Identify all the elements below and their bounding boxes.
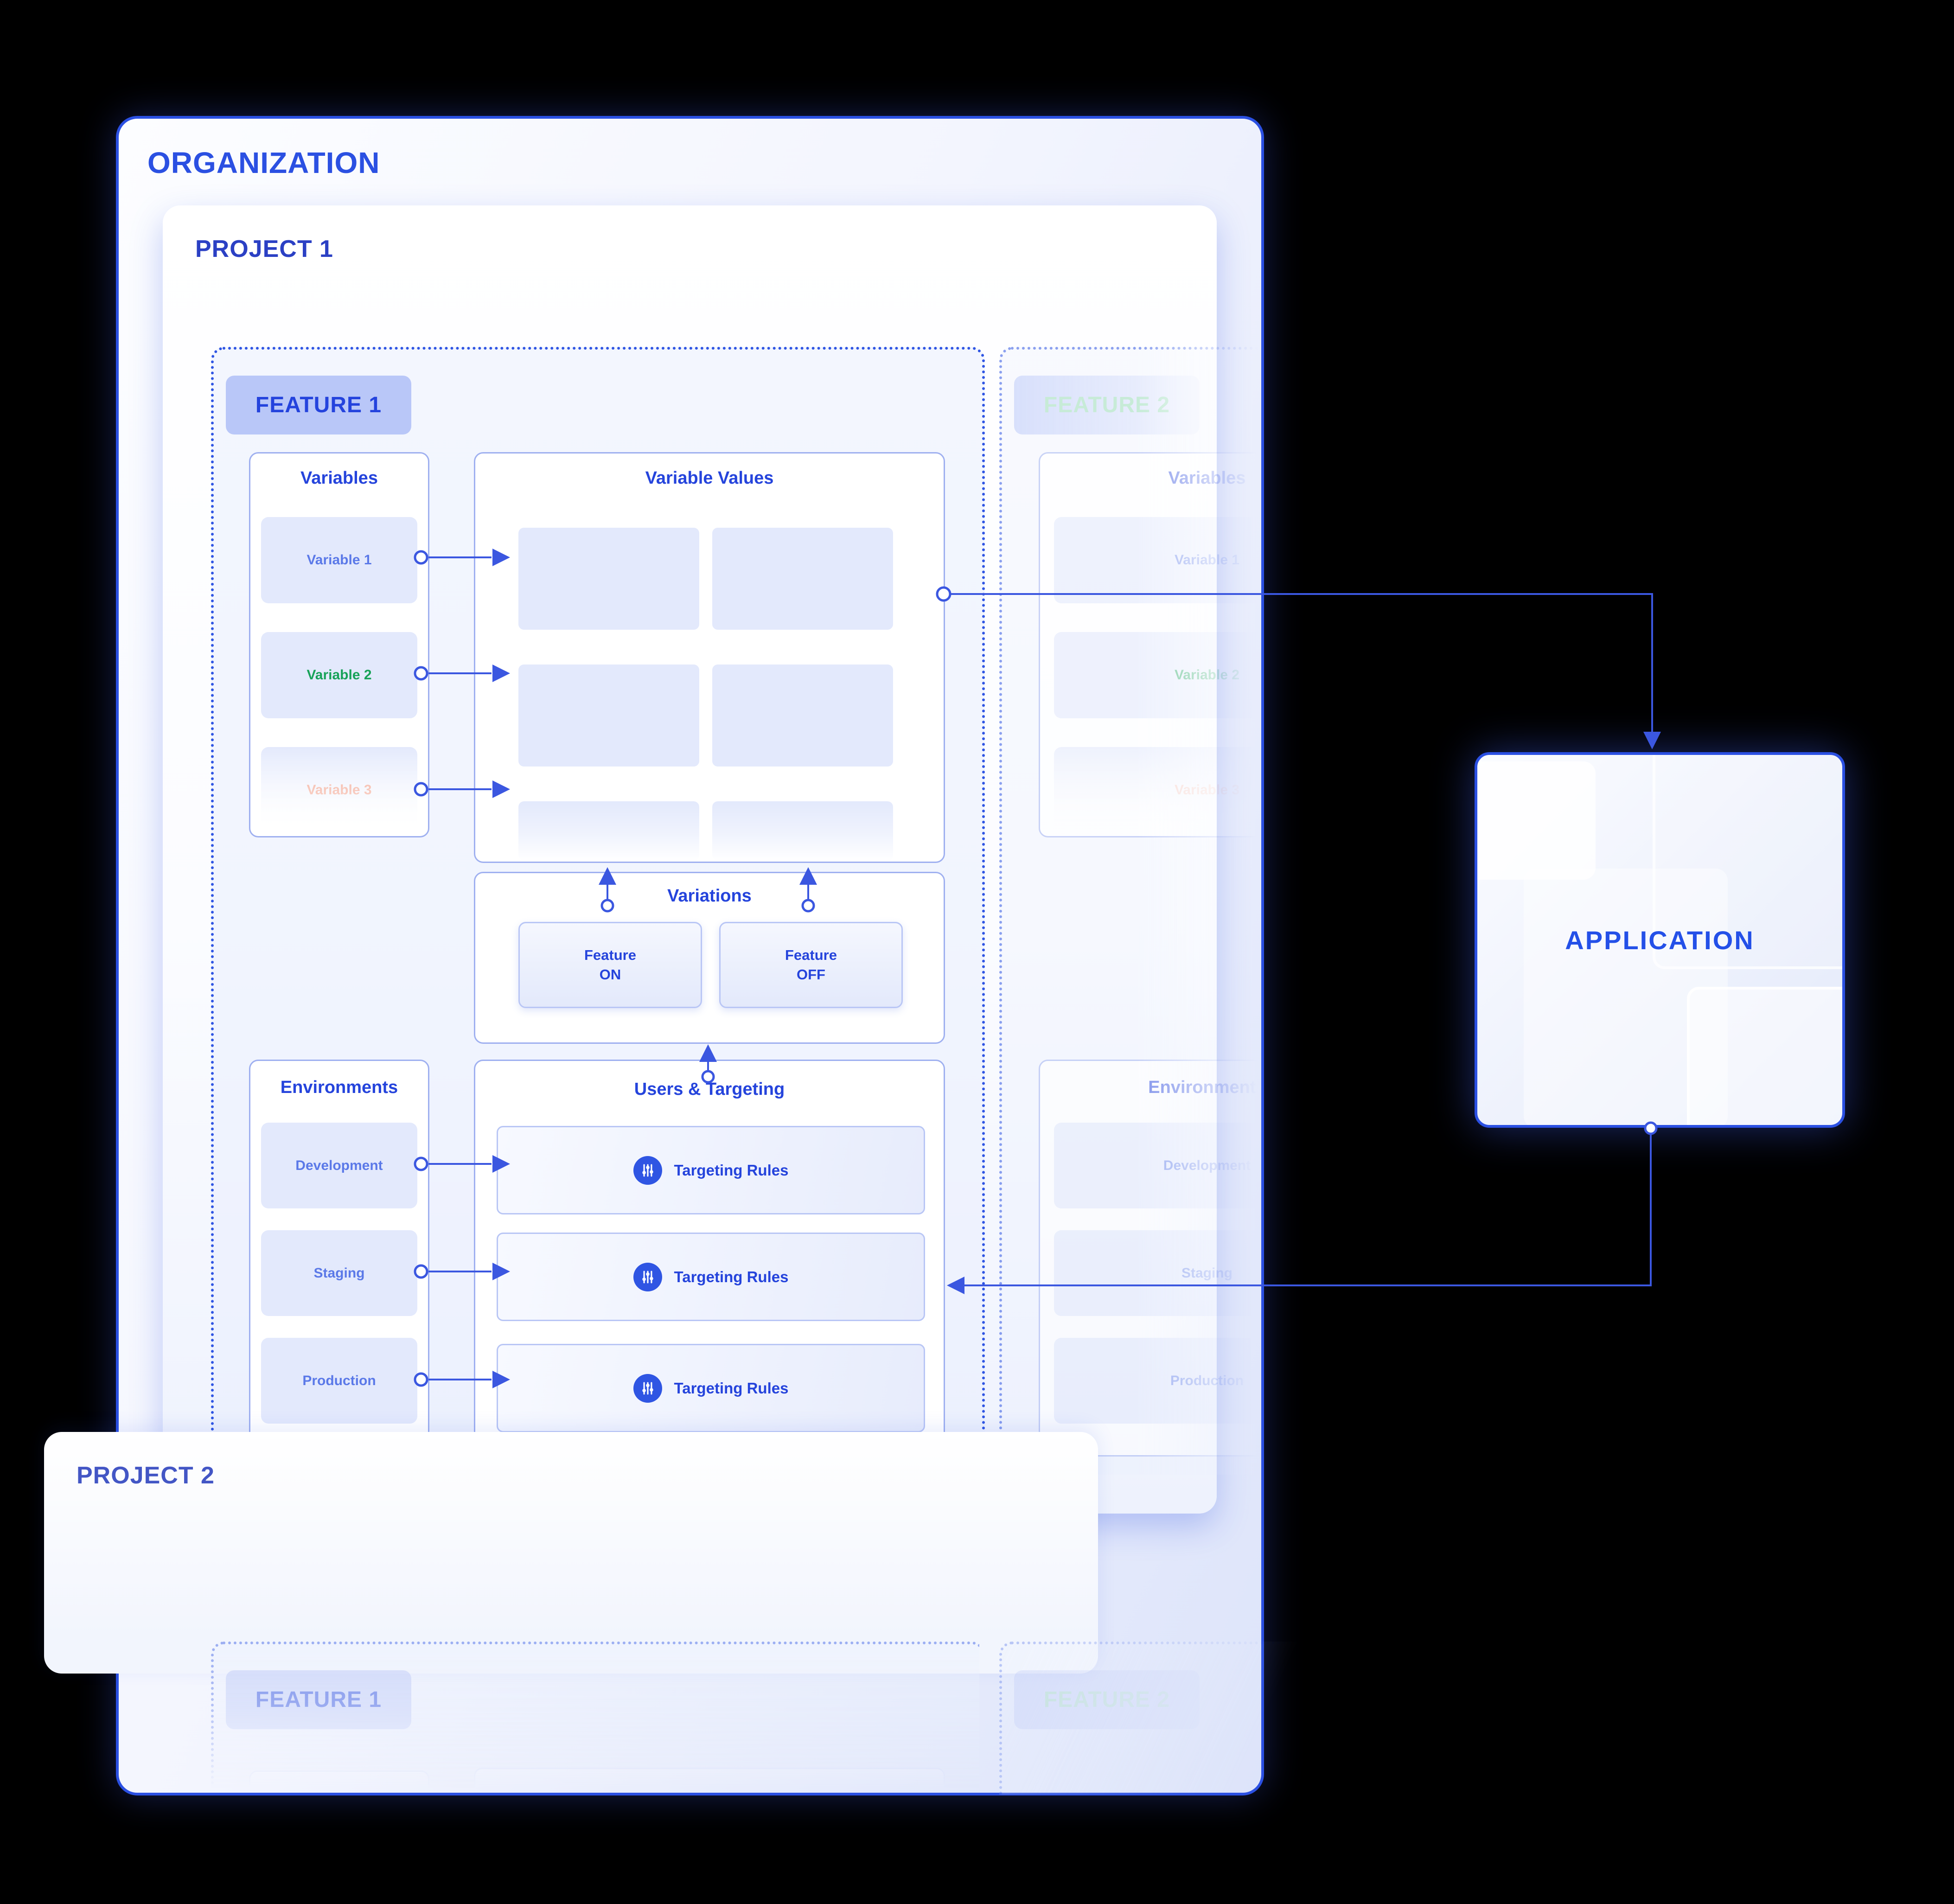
targeting-rules-row: Targeting Rules [497, 1126, 925, 1214]
feature2-variables-panel: Variables Variable 1 Variable 2 Variable… [1039, 452, 1375, 837]
application-box: APPLICATION [1475, 752, 1845, 1128]
variables-panel: Variables Variable 1 Variable 2 Variable… [249, 452, 429, 837]
variations-panel: Variations Feature ON Feature OFF [474, 872, 945, 1044]
targeting-rules-label: Targeting Rules [674, 1379, 789, 1397]
project2-feature1-chip: FEATURE 1 [226, 1670, 411, 1729]
feature1-chip: FEATURE 1 [226, 376, 411, 434]
targeting-rules-row: Targeting Rules [497, 1233, 925, 1321]
feature-on-line1: Feature [584, 947, 636, 964]
users-targeting-panel: Users & Targeting Targeting Rules Target… [474, 1060, 945, 1457]
sliders-icon [633, 1262, 662, 1291]
variations-title: Variations [667, 886, 752, 906]
ghost-panel [474, 1768, 945, 1871]
users-targeting-title: Users & Targeting [634, 1080, 785, 1099]
feature-off-line1: Feature [785, 947, 837, 964]
environment-development-label: Development [295, 1157, 383, 1173]
feature2-variable-1-label: Variable 1 [1174, 552, 1240, 568]
project2-card: PROJECT 2 [44, 1432, 1098, 1674]
organization-title: ORGANIZATION [147, 146, 380, 179]
targeting-rules-label: Targeting Rules [674, 1161, 789, 1179]
project2-title: PROJECT 2 [77, 1462, 215, 1489]
feature2-environment-production-label: Production [1170, 1373, 1244, 1388]
feature2-environments-title: Environments [1148, 1078, 1266, 1097]
feature2-environment-development-label: Development [1163, 1157, 1251, 1173]
environment-production-label: Production [302, 1373, 376, 1388]
variable-3-chip: Variable 3 [261, 747, 417, 833]
value-cell [712, 664, 893, 767]
targeting-rules-row: Targeting Rules [497, 1344, 925, 1432]
variable-1-label: Variable 1 [307, 552, 372, 568]
variable-values-panel: Variable Values [474, 452, 945, 863]
sliders-icon [633, 1156, 662, 1185]
value-cell [518, 664, 699, 767]
environment-development-chip: Development [261, 1123, 417, 1208]
feature2-chip: FEATURE 2 [1014, 376, 1200, 434]
variable-values-title: Variable Values [645, 468, 774, 488]
feature-off-card: Feature OFF [719, 922, 903, 1008]
project2-feature2-chip: FEATURE 2 [1014, 1670, 1200, 1729]
feature2-box: FEATURE 2 Variables Variable 1 Variable … [999, 347, 1375, 1480]
project2-feature2-box: FEATURE 2 [999, 1642, 1311, 1879]
feature-on-card: Feature ON [518, 922, 702, 1008]
targeting-rules-label: Targeting Rules [674, 1268, 789, 1285]
feature-on-line2: ON [599, 966, 621, 983]
feature1-label: FEATURE 1 [255, 393, 382, 417]
feature2-variable-2-chip: Variable 2 [1054, 632, 1360, 718]
project2-feature1-label: FEATURE 1 [255, 1687, 382, 1712]
feature2-variable-2-label: Variable 2 [1174, 667, 1240, 683]
variable-2-label: Variable 2 [307, 667, 372, 683]
feature2-variable-3-chip: Variable 3 [1054, 747, 1360, 833]
feature2-variable-3-label: Variable 3 [1174, 782, 1240, 798]
value-cell [518, 801, 699, 861]
sliders-icon [633, 1374, 662, 1403]
feature2-environment-development-chip: Development [1054, 1123, 1360, 1208]
project1-title: PROJECT 1 [195, 236, 333, 262]
environments-title: Environments [280, 1078, 398, 1097]
environments-panel: Environments Development Staging Product… [249, 1060, 429, 1457]
feature2-label: FEATURE 2 [1043, 393, 1170, 417]
value-cell [518, 528, 699, 630]
ghost-panel [249, 1770, 429, 1871]
variable-1-chip: Variable 1 [261, 517, 417, 603]
project2-feature2-label: FEATURE 2 [1043, 1687, 1170, 1712]
value-cell [712, 801, 893, 861]
environment-staging-label: Staging [313, 1265, 365, 1281]
variable-2-chip: Variable 2 [261, 632, 417, 718]
variables-title: Variables [300, 468, 378, 488]
environment-production-chip: Production [261, 1338, 417, 1424]
feature2-environment-production-chip: Production [1054, 1338, 1360, 1424]
application-title: APPLICATION [1565, 925, 1755, 955]
app-deco-block [1687, 987, 1842, 1125]
feature2-variables-title: Variables [1168, 468, 1246, 488]
project2-feature1-box: FEATURE 1 [211, 1642, 985, 1879]
environment-staging-chip: Staging [261, 1230, 417, 1316]
feature2-environment-staging-label: Staging [1181, 1265, 1232, 1281]
variable-3-label: Variable 3 [307, 782, 372, 798]
feature2-environments-panel: Environments Development Staging Product… [1039, 1060, 1375, 1457]
feature-off-line2: OFF [797, 966, 825, 983]
feature2-variable-1-chip: Variable 1 [1054, 517, 1360, 603]
value-cell [712, 528, 893, 630]
app-deco-block [1477, 761, 1596, 880]
app-deco-block [1653, 755, 1842, 969]
feature2-environment-staging-chip: Staging [1054, 1230, 1360, 1316]
